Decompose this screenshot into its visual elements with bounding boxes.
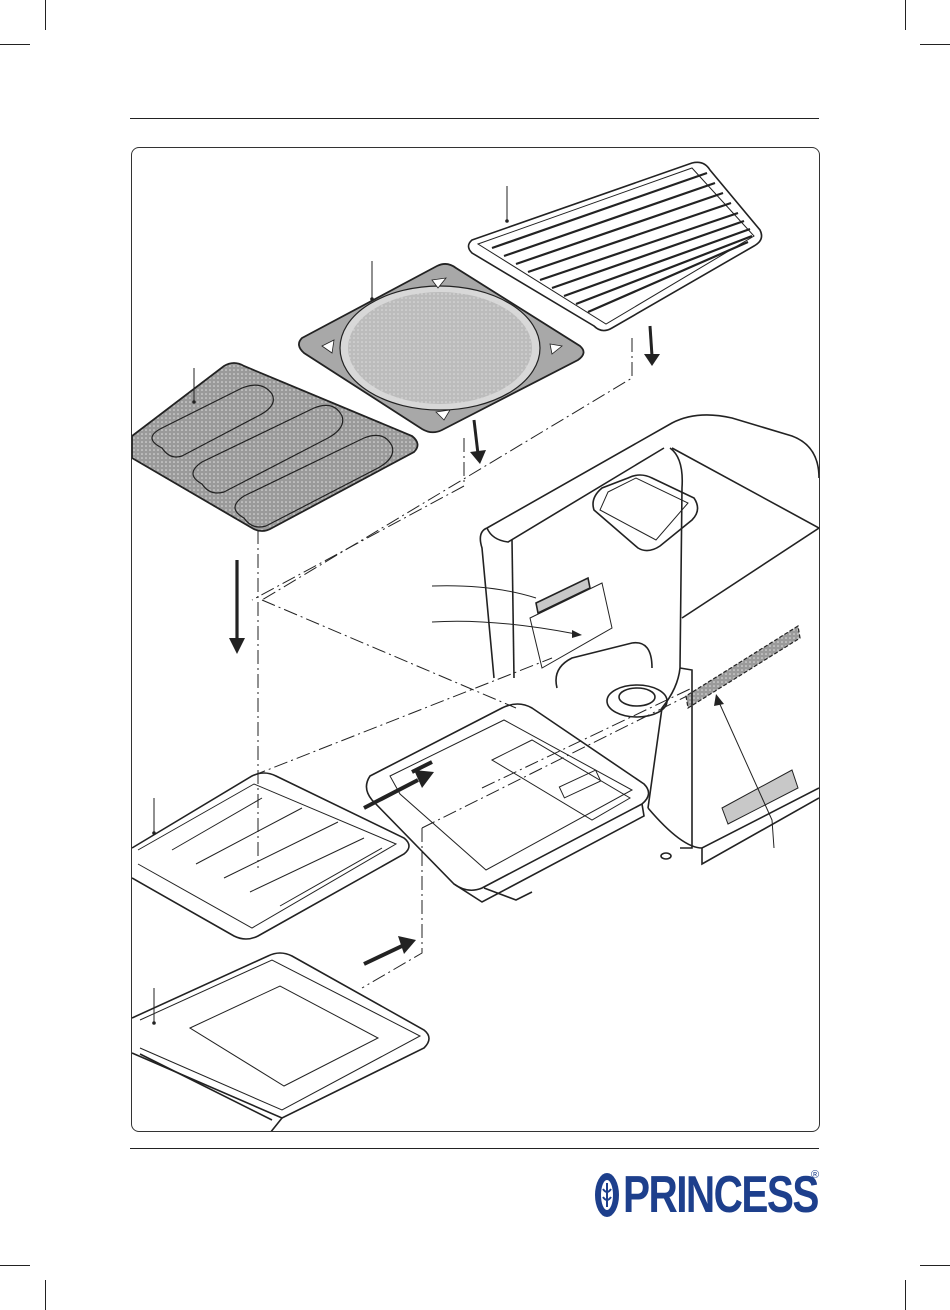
wire-rack-leader-dot	[505, 219, 509, 223]
princess-logo: PRINCESS ®	[593, 1165, 823, 1227]
leader-back-plate	[432, 621, 576, 634]
arrow-insert-grill	[364, 780, 418, 808]
leader-back-plate-head	[572, 630, 582, 638]
arrow-rack-down-head	[644, 354, 660, 366]
baking-tray	[132, 953, 429, 1131]
registered-mark: ®	[811, 1169, 819, 1181]
baking-tray-leader-dot	[152, 1021, 156, 1025]
arrow-pizza-down-head	[470, 450, 486, 464]
crop-mark-top-left-h	[0, 44, 30, 45]
leader-grill-element	[432, 586, 536, 598]
brand-wordmark: PRINCESS	[623, 1167, 818, 1223]
crop-mark-top-left-v	[45, 0, 46, 30]
leader-crumb-tray-head	[714, 694, 724, 706]
grill-plate	[132, 773, 409, 939]
arrow-insert-baking	[364, 946, 402, 964]
header-rule	[130, 118, 819, 119]
arrow-rack-down	[650, 326, 652, 356]
crop-mark-top-right-h	[920, 44, 950, 45]
footer-rule	[130, 1148, 819, 1149]
crop-mark-bottom-right-v	[905, 1280, 906, 1310]
arrow-pizza-down	[474, 420, 478, 454]
pizza-tray-leader-dot	[370, 297, 374, 301]
crop-mark-bottom-left-v	[45, 1280, 46, 1310]
arrow-baguette-down-head	[229, 638, 245, 654]
crop-mark-bottom-left-h	[0, 1265, 30, 1266]
oven	[480, 415, 819, 864]
oven-door	[366, 704, 648, 902]
assembly-figure	[131, 147, 820, 1132]
baguette-tray-leader-dot	[192, 400, 196, 404]
crop-mark-bottom-right-h	[920, 1265, 950, 1266]
crop-mark-top-right-v	[905, 0, 906, 30]
crown-icon	[593, 1169, 621, 1219]
grill-plate-leader-dot	[152, 831, 156, 835]
